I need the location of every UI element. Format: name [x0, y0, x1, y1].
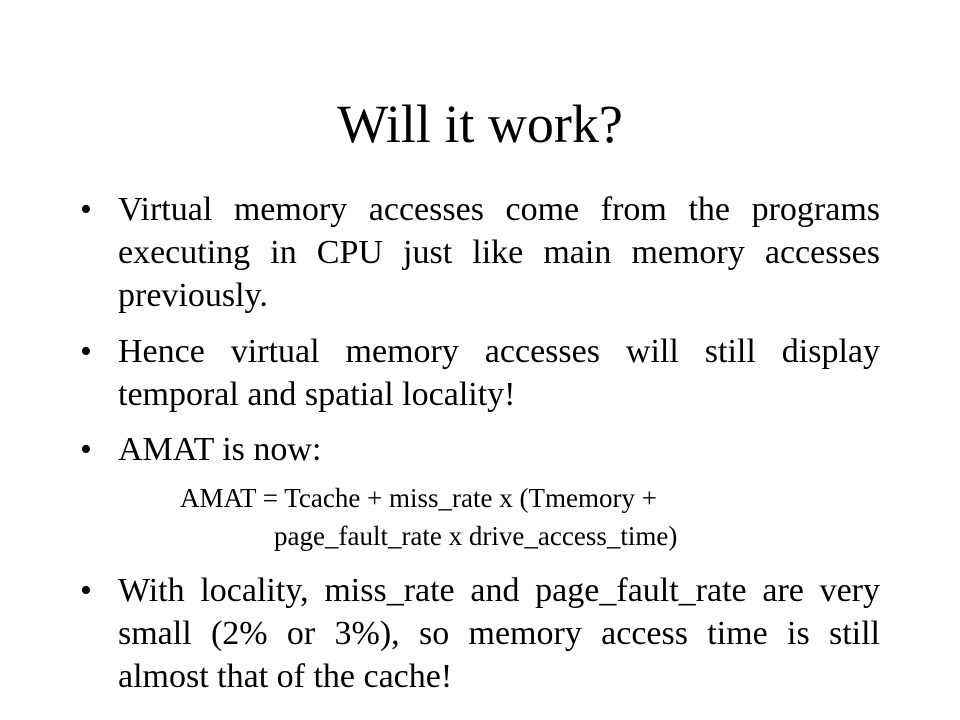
bullet-point-icon: • [80, 333, 92, 370]
bullet-text: Virtual memory accesses come from the pr… [118, 191, 880, 314]
bullet-text: Hence virtual memory accesses will still… [118, 333, 880, 413]
bullet-point-icon: • [80, 572, 92, 609]
bullet-item: • With locality, miss_rate and page_faul… [80, 569, 880, 698]
formula-line-1: AMAT = Tcache + miss_rate x (Tmemory + [180, 483, 657, 513]
formula-line-2: page_fault_rate x drive_access_time) [274, 521, 678, 551]
bullet-item: • AMAT is now: [80, 428, 880, 471]
bullet-item: • Virtual memory accesses come from the … [80, 188, 880, 317]
bullet-text: With locality, miss_rate and page_fault_… [118, 572, 880, 695]
bullet-point-icon: • [80, 191, 92, 228]
bullet-text: AMAT is now: [118, 431, 322, 468]
slide-title: Will it work? [337, 94, 623, 154]
bullet-point-icon: • [80, 431, 92, 468]
bullet-item: • Hence virtual memory accesses will sti… [80, 330, 880, 416]
